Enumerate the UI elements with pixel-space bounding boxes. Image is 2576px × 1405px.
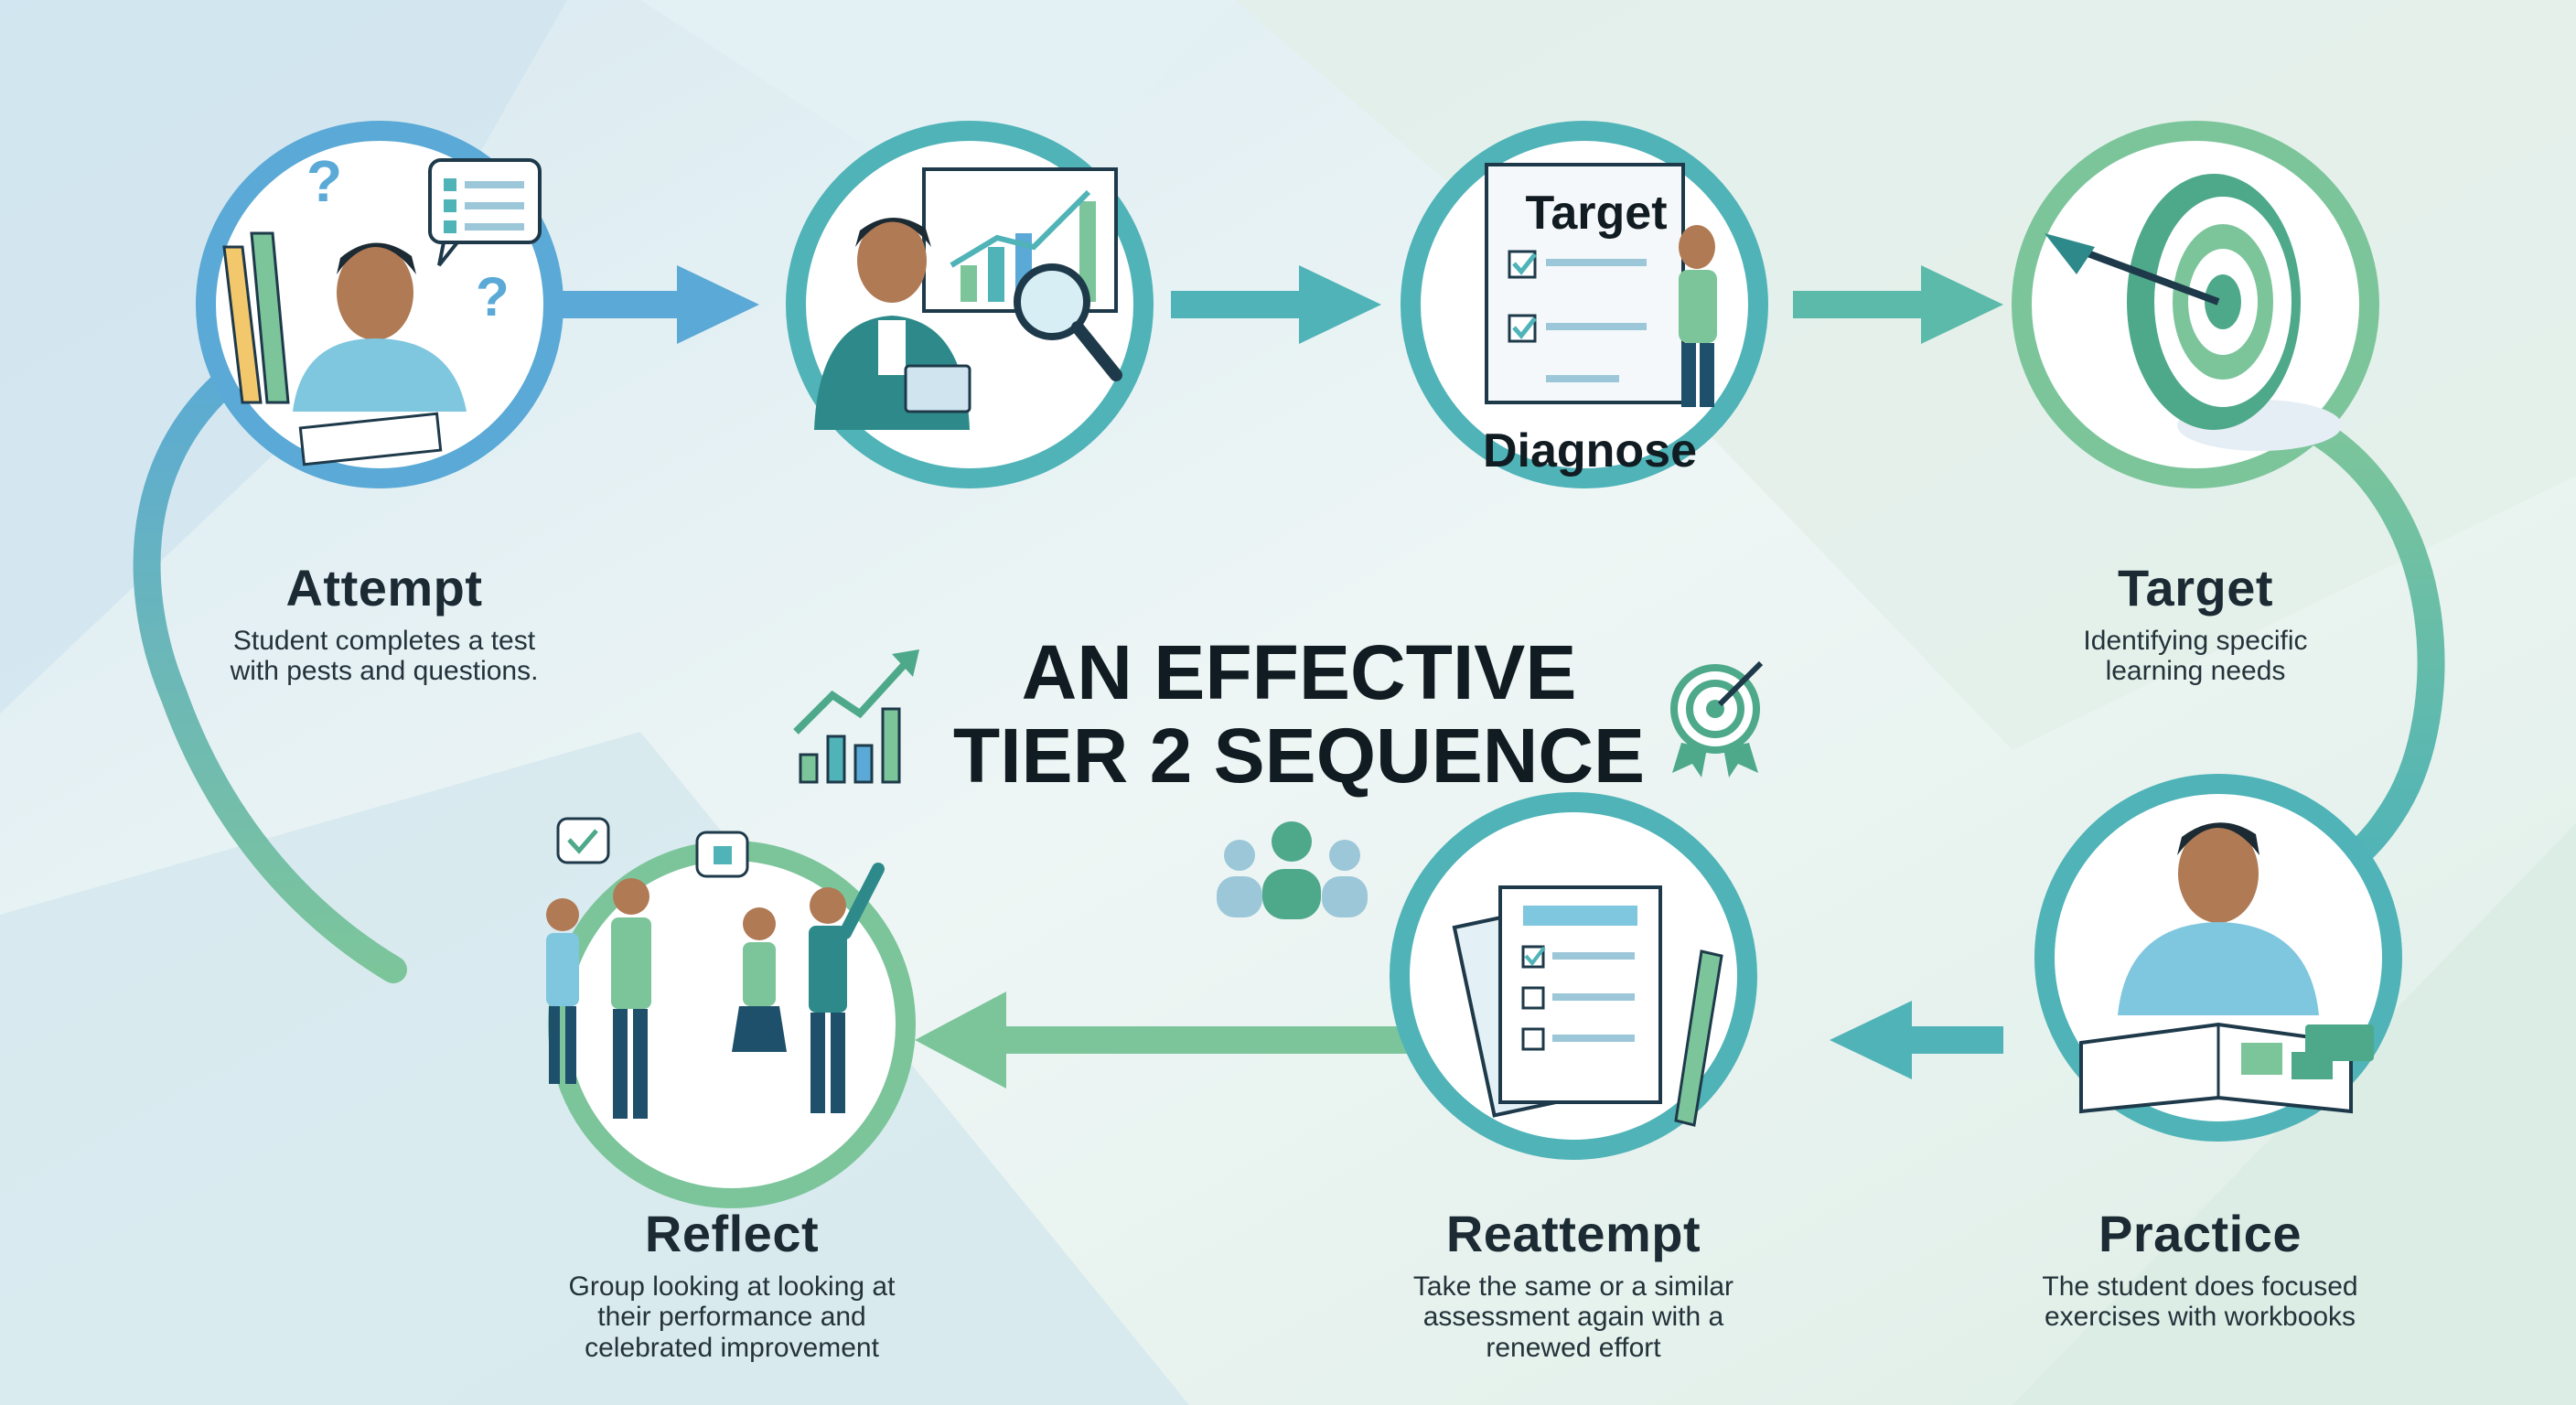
page-title: AN EFFECTIVE TIER 2 SEQUENCE (915, 631, 1683, 797)
title-line-1: AN EFFECTIVE (1021, 629, 1577, 715)
arrow-diagnose-to-target-icon (1171, 265, 1381, 344)
flow-arrows (549, 265, 2003, 1089)
svg-text:?: ? (476, 266, 510, 327)
magnifier-icon (1014, 263, 1122, 381)
step-description: Take the same or a similar assessment ag… (1412, 1271, 1734, 1363)
arrow-target-to-target-icon (1793, 265, 2003, 344)
step-diagnose-illustration (786, 121, 1154, 488)
arrow-reattempt-to-reflect-icon (915, 992, 1418, 1089)
step-label-practice: Practice The student does focused exerci… (1994, 1206, 2406, 1333)
step-title: Attempt (285, 559, 483, 617)
person-pointing-figure (1679, 225, 1717, 407)
title-line-2: TIER 2 SEQUENCE (952, 712, 1646, 799)
step-description: Student completes a test with pests and … (230, 625, 539, 687)
step-title: Target (2118, 559, 2273, 617)
bullseye-icon (2045, 174, 2342, 451)
pencil-icon (222, 231, 290, 404)
analyst-figure (814, 217, 971, 430)
step-title: Reflect (644, 1205, 820, 1262)
step-attempt-illustration: ? ? (196, 121, 564, 488)
trend-chart-icon (793, 649, 919, 784)
question-mark-icon: ? ? (306, 148, 510, 327)
step-label-attempt: Attempt Student completes a test with pe… (183, 560, 585, 687)
step-target-diagnose-illustration: Target Diagnose (1401, 121, 1768, 488)
step-label-target: Target Identifying specific learning nee… (2031, 560, 2360, 687)
step-title: Practice (2098, 1205, 2302, 1262)
step-description: The student does focused exercises with … (2042, 1271, 2358, 1333)
step-reattempt-illustration (1390, 792, 1757, 1160)
student-figure (293, 242, 467, 412)
step-target-illustration (2012, 121, 2379, 488)
step-practice-illustration (2034, 774, 2402, 1142)
step-title: Reattempt (1445, 1205, 1701, 1262)
sign-bottom-label: Diagnose (1483, 424, 1697, 477)
workbook-icon (2079, 1022, 2374, 1114)
thumbs-up-bubble-icon (695, 831, 749, 878)
test-checklist-icon (1521, 945, 1635, 1051)
step-description: Identifying specific learning needs (2083, 625, 2308, 687)
pencil-icon (1674, 949, 1723, 1127)
step-label-reflect: Reflect Group looking at looking at thei… (512, 1206, 951, 1363)
step-description: Group looking at looking at their perfor… (568, 1271, 896, 1363)
student-practice-figure (2118, 822, 2319, 1015)
arrow-attempt-to-diagnose-icon (549, 265, 759, 344)
speech-bubble-icon (428, 158, 542, 267)
checklist-icon (1508, 250, 1647, 382)
check-bubble-icon (556, 817, 610, 864)
sign-top-label: Target (1525, 187, 1667, 240)
svg-text:?: ? (306, 148, 342, 214)
target-award-icon (1670, 660, 1764, 778)
people-group-icon (1217, 821, 1368, 919)
step-label-reattempt: Reattempt Take the same or a similar ass… (1372, 1206, 1775, 1363)
arrow-practice-to-reattempt-icon (1830, 1001, 2003, 1079)
celebrating-group-figure (546, 863, 885, 1119)
step-reflect-illustration (546, 817, 916, 1208)
